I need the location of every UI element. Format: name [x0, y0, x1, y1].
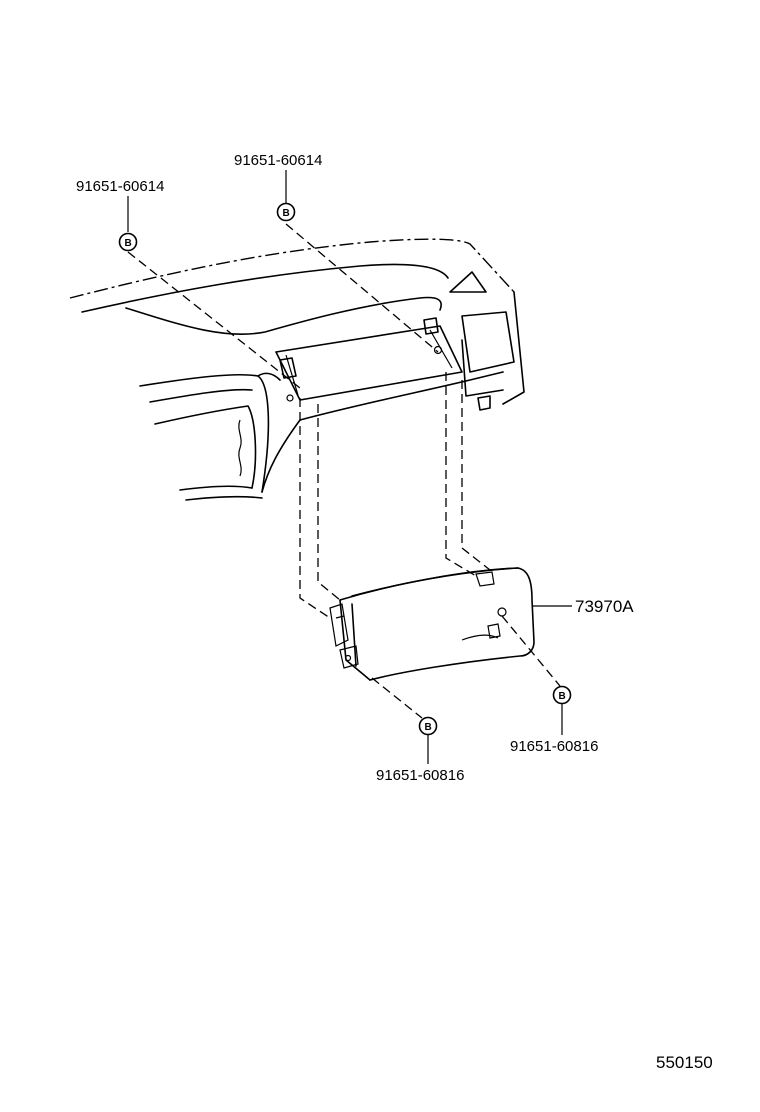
circled-b-icon	[418, 716, 438, 736]
airbag-assembly	[329, 567, 535, 681]
bolt-symbol: B	[283, 208, 290, 219]
bolt-symbol: B	[559, 691, 566, 702]
bolt-callout-top-left: B 91651-60614	[76, 178, 164, 252]
circled-b-icon	[276, 202, 296, 222]
part-number-bolt-top-center: 91651-60614	[234, 152, 322, 169]
instrument-panel	[69, 238, 525, 501]
bolt-symbol: B	[125, 238, 132, 249]
bolt-callout-top-center: B 91651-60614	[234, 152, 322, 222]
bolt-callout-lower-right: B 91651-60816	[510, 685, 598, 755]
part-number-airbag-assembly: 73970A	[575, 597, 634, 616]
part-number-bolt-top-left: 91651-60614	[76, 178, 164, 195]
part-number-bolt-lower-right: 91651-60816	[510, 738, 598, 755]
guide-lines	[127, 223, 561, 719]
diagram-id: 550150	[656, 1053, 713, 1072]
part-number-bolt-lower-center: 91651-60816	[376, 767, 464, 784]
bolt-symbol: B	[425, 722, 432, 733]
bolt-callout-lower-center: B 91651-60816	[376, 716, 464, 784]
circled-b-icon	[118, 232, 138, 252]
circled-b-icon	[552, 685, 572, 705]
part-callout-airbag: 73970A	[532, 597, 634, 616]
